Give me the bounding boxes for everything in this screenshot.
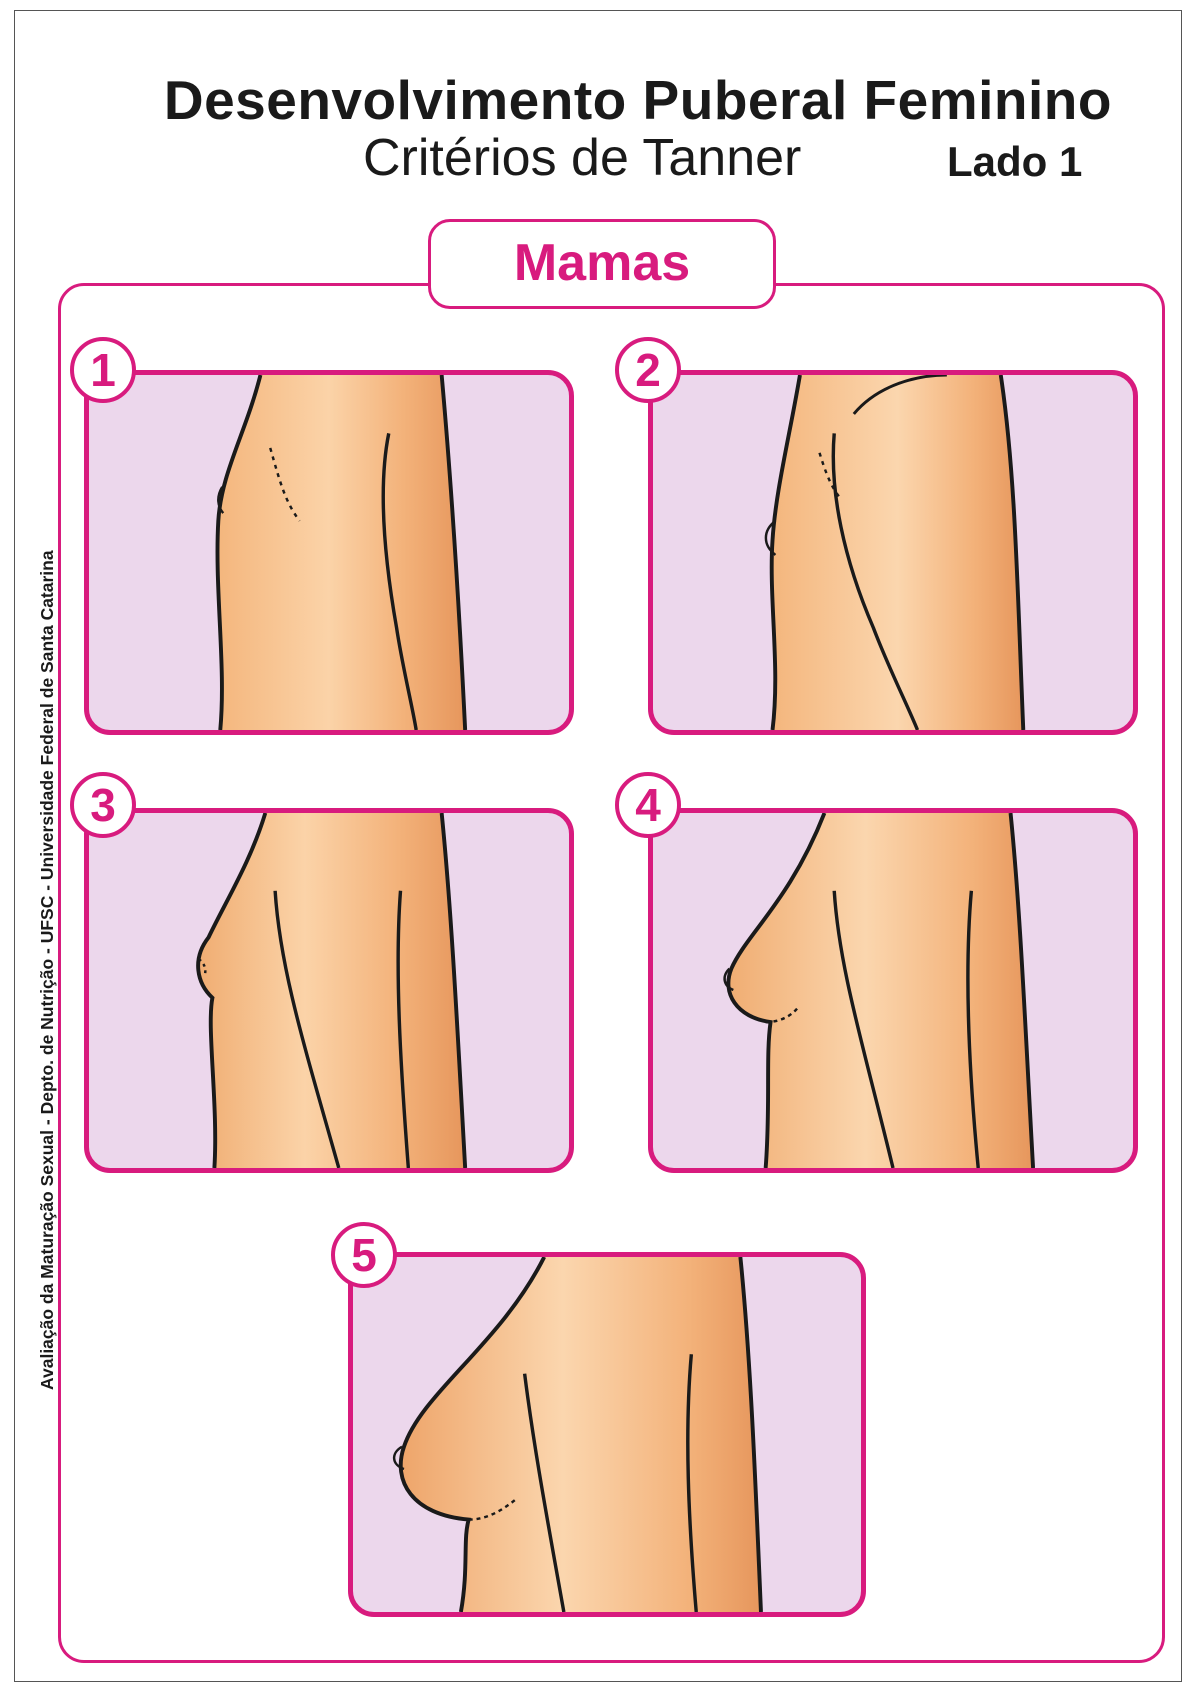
stage-2-illustration (653, 375, 1133, 730)
stage-1-illustration (89, 375, 569, 730)
stage-5-panel (348, 1252, 866, 1617)
section-title: Mamas (428, 219, 776, 309)
stage-4-number-badge: 4 (615, 772, 681, 838)
stage-2-number-badge: 2 (615, 337, 681, 403)
stage-5-number-badge: 5 (331, 1222, 397, 1288)
stage-3-illustration (89, 813, 569, 1168)
side-label: Lado 1 (947, 138, 1082, 186)
stage-5-illustration (353, 1257, 861, 1612)
stage-3-number-badge: 3 (70, 772, 136, 838)
stage-1-panel (84, 370, 574, 735)
page-title: Desenvolvimento Puberal Feminino (0, 68, 1112, 132)
stage-4-illustration (653, 813, 1133, 1168)
stage-2-panel (648, 370, 1138, 735)
stage-1-number-badge: 1 (70, 337, 136, 403)
stage-4-panel (648, 808, 1138, 1173)
page-subtitle: Critérios de Tanner (363, 128, 801, 188)
stage-3-panel (84, 808, 574, 1173)
vertical-credit-text: Avaliação da Maturação Sexual - Depto. d… (37, 310, 58, 1390)
